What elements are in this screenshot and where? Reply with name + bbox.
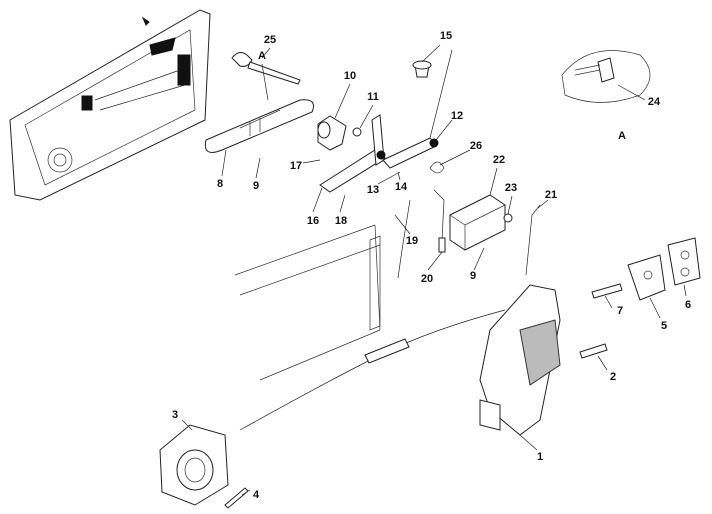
rod <box>525 204 541 276</box>
callout-a-inset-label: A <box>618 130 626 142</box>
callout-17: 17 <box>289 160 303 172</box>
callout-3: 3 <box>171 409 179 421</box>
callout-1: 1 <box>536 451 544 463</box>
washer <box>352 127 362 137</box>
door-inner-panel <box>234 224 381 381</box>
door-latch <box>479 284 561 436</box>
exterior-handle <box>204 99 314 153</box>
clip <box>412 60 432 78</box>
striker <box>591 237 701 301</box>
callout-8: 8 <box>216 178 224 190</box>
callout-9-actuator: 9 <box>469 270 477 282</box>
callout-24: 24 <box>647 96 661 108</box>
callout-10: 10 <box>343 70 357 82</box>
cable-sleeve <box>364 338 410 364</box>
callout-a-detail: A <box>258 50 266 62</box>
callout-4: 4 <box>252 489 260 501</box>
callout-11: 11 <box>367 91 379 103</box>
leader-lines <box>181 44 687 496</box>
callout-16: 16 <box>306 215 320 227</box>
rod <box>433 189 445 241</box>
grommet <box>503 213 513 223</box>
door-overview <box>9 9 211 201</box>
callout-25: 25 <box>263 34 277 46</box>
callout-9: 9 <box>252 180 260 192</box>
actuator <box>449 194 506 251</box>
screw <box>224 487 249 509</box>
rod <box>397 199 411 279</box>
callout-7: 7 <box>616 305 624 317</box>
callout-13: 13 <box>366 184 380 196</box>
callout-19: 19 <box>405 235 419 247</box>
callout-23: 23 <box>504 182 518 194</box>
callout-22: 22 <box>492 154 506 166</box>
callout-20: 20 <box>420 273 434 285</box>
interior-handle <box>159 424 229 506</box>
callout-15: 15 <box>439 30 453 42</box>
key <box>231 52 301 85</box>
callout-6: 6 <box>684 299 692 311</box>
callout-12: 12 <box>450 110 464 122</box>
detail-a-inset <box>561 50 651 103</box>
spring-clip <box>429 161 445 174</box>
lever-assembly <box>319 114 439 193</box>
lock-barrel <box>317 115 347 151</box>
callout-5: 5 <box>660 320 668 332</box>
callout-14: 14 <box>394 181 408 193</box>
callout-26: 26 <box>469 140 483 152</box>
callout-18: 18 <box>334 215 348 227</box>
callout-2: 2 <box>609 371 617 383</box>
latch-screw <box>579 343 608 359</box>
rod-clip <box>438 237 446 253</box>
callout-21: 21 <box>544 189 558 201</box>
release-cable <box>239 309 506 431</box>
